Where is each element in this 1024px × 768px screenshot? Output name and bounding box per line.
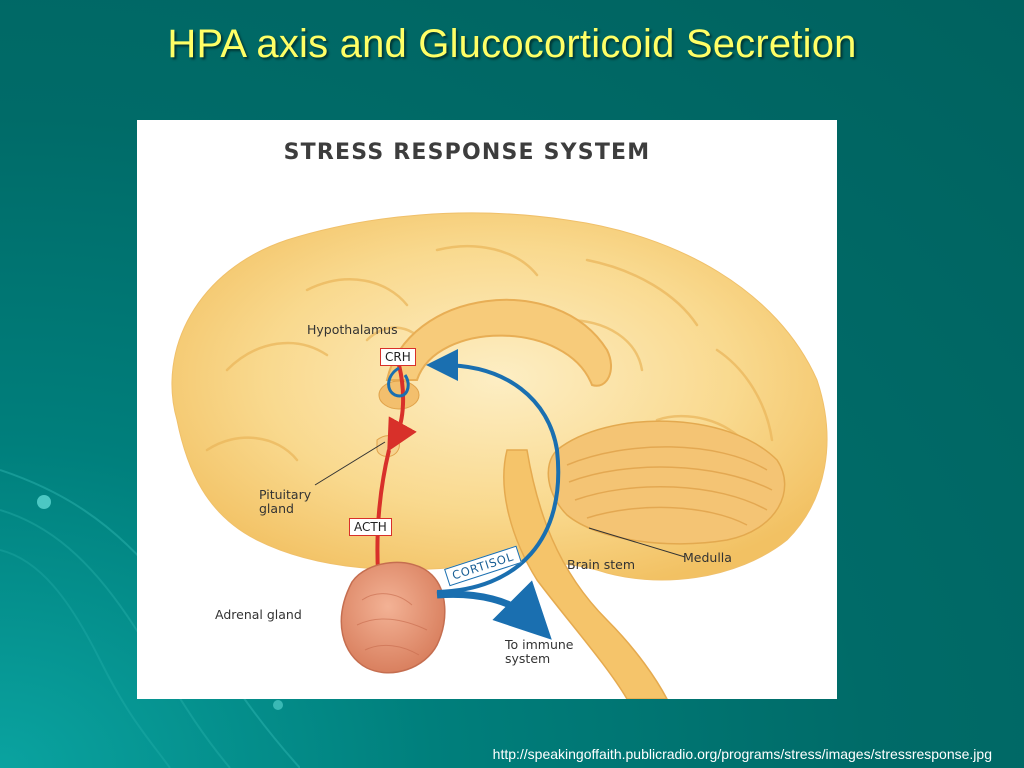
- stress-response-diagram: STRESS RESPONSE SYSTEM Hypothalamus CRH …: [137, 120, 837, 699]
- feedback-loop: [387, 366, 410, 398]
- cortisol-feedback-arrow: [426, 349, 561, 594]
- label-adrenal-gland: Adrenal gland: [215, 607, 302, 622]
- cerebellum: [547, 420, 786, 545]
- label-hypothalamus: Hypothalamus: [307, 322, 398, 337]
- adrenal-gland-shape: [340, 561, 446, 674]
- label-brain-stem: Brain stem: [567, 557, 636, 572]
- brain-illustration: [171, 212, 828, 699]
- source-url: http://speakingoffaith.publicradio.org/p…: [492, 746, 992, 762]
- to-immune-arrow: [436, 580, 552, 640]
- label-to-immune-system: To immune system: [505, 637, 574, 666]
- crh-arrow: [387, 364, 417, 452]
- label-crh: CRH: [380, 348, 416, 366]
- label-acth: ACTH: [349, 518, 392, 536]
- corpus-callosum: [385, 298, 612, 387]
- slide-title: HPA axis and Glucocorticoid Secretion: [167, 22, 857, 66]
- diagram-heading: STRESS RESPONSE SYSTEM: [283, 140, 651, 165]
- brain-stem: [503, 449, 668, 699]
- label-pituitary-gland: Pituitary gland: [259, 487, 312, 516]
- label-medulla: Medulla: [683, 550, 732, 565]
